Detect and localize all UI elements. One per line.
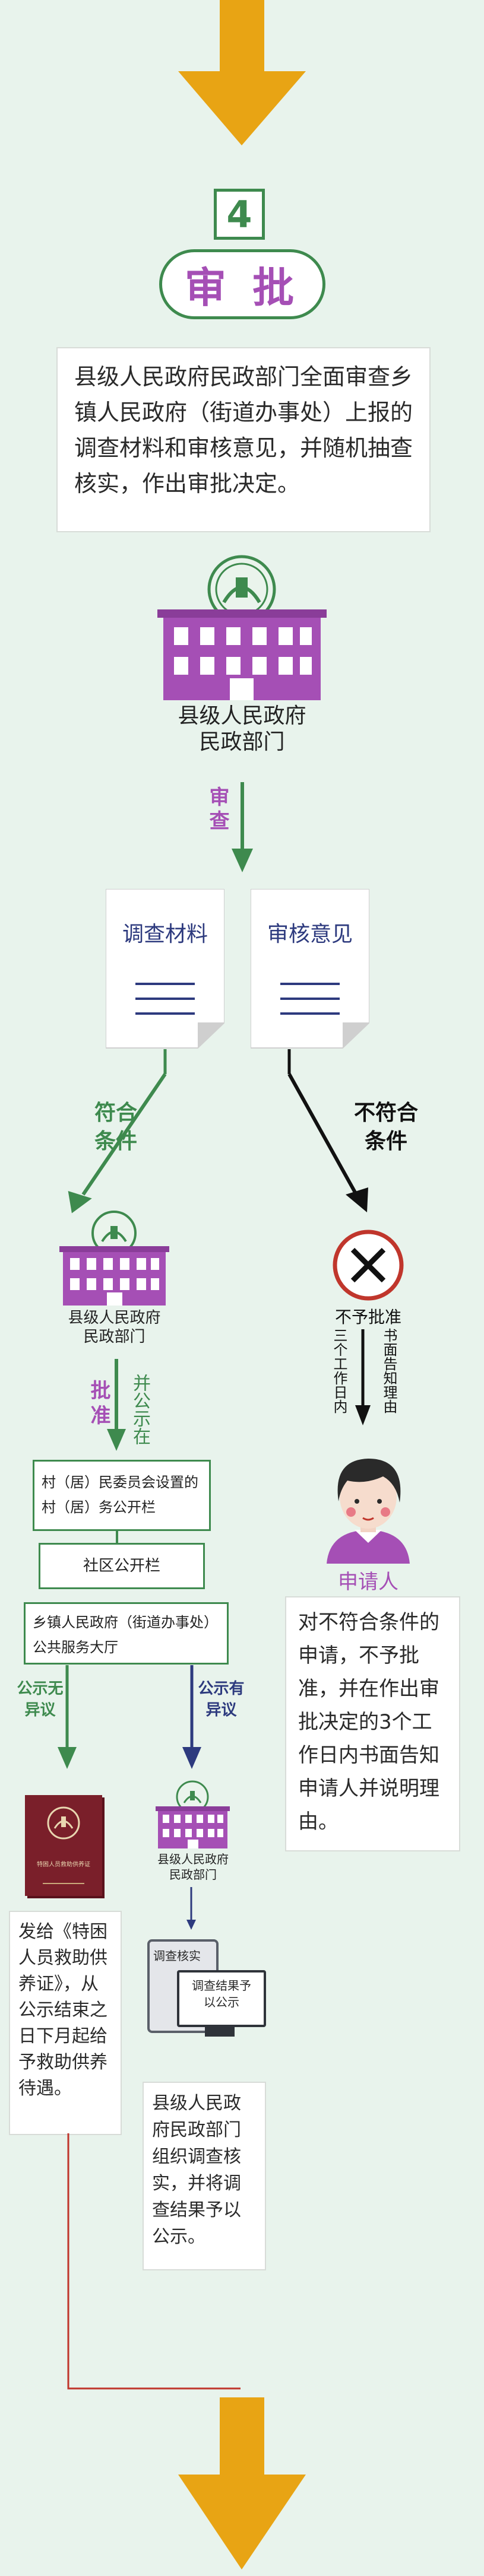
publicize-label: 并公示在 <box>129 1374 150 1445</box>
dept-main-line1: 县级人民政府 <box>178 704 306 728</box>
review-label: 审查 <box>205 786 229 834</box>
reject-text: 对不符合条件的申请，不予批准，并在作出审批决定的3个工作日内书面告知申请人并说明… <box>298 1611 439 1834</box>
dept-main-line2: 民政部门 <box>199 730 285 754</box>
doc1-label: 调查材料 <box>122 922 208 946</box>
no-objection-text: 发给《特困人员救助供养证》，从公示结束之日下月起给予救助供养待遇。 <box>18 1921 107 2099</box>
result-card: 调查结果予以公示 <box>177 1970 266 2027</box>
objection-dept-line2: 民政部门 <box>169 1867 217 1882</box>
small-down-arrow <box>186 1887 196 1930</box>
dept-small-label: 县级人民政府 民政部门 <box>53 1308 175 1346</box>
reject-box: 对不符合条件的申请，不予批准，并在作出审批决定的3个工作日内书面告知申请人并说明… <box>285 1596 460 1851</box>
objection-dept-line1: 县级人民政府 <box>157 1852 229 1866</box>
no-objection-box: 发给《特困人员救助供养证》，从公示结束之日下月起给予救助供养待遇。 <box>9 1911 122 2135</box>
notice-board-2: 社区公开栏 <box>39 1543 205 1589</box>
government-building-icon <box>157 555 327 700</box>
emblem-icon <box>47 1806 80 1840</box>
dept-small-line1: 县级人民政府 <box>68 1309 161 1327</box>
notice-board-1: 村（居）民委员会设置的村（居）务公开栏 <box>33 1460 211 1531</box>
applicant-avatar-icon <box>327 1459 410 1564</box>
reject-col1: 三个工作日内 <box>331 1328 347 1414</box>
result-label: 调查结果予以公示 <box>192 1978 251 2009</box>
connector-line <box>67 2133 241 2390</box>
objection-dept-label: 县级人民政府 民政部门 <box>143 1851 243 1882</box>
notice-board-1-text: 村（居）民委员会设置的村（居）务公开栏 <box>42 1474 198 1516</box>
reject-label: 不予批准 <box>334 1307 401 1327</box>
government-building-icon <box>59 1211 169 1306</box>
dept-main-label: 县级人民政府 民政部门 <box>125 703 359 755</box>
step-description: 县级人民政府民政部门全面审查乡镇人民政府（街道办事处）上报的调查材料和审核意见，… <box>74 364 413 497</box>
step-number: 4 <box>226 192 252 236</box>
down-arrow-icon <box>178 2397 306 2569</box>
document-icon <box>106 889 224 1049</box>
no-objection-arrow <box>58 1665 77 1769</box>
notice-board-3-text: 乡镇人民政府（街道办事处）公共服务大厅 <box>33 1614 218 1656</box>
applicant-label: 申请人 <box>338 1570 398 1594</box>
no-objection-label: 公示无异议 <box>17 1680 64 1719</box>
notice-board-3: 乡镇人民政府（街道办事处）公共服务大厅 <box>24 1602 229 1665</box>
branch-no-label: 不符合条件 <box>353 1101 418 1154</box>
objection-text: 县级人民政府民政部门组织调查核实，并将调查结果予以公示。 <box>152 2093 241 2247</box>
reject-col2: 书面告知理由 <box>381 1328 397 1414</box>
objection-arrow <box>182 1665 201 1769</box>
doc2-label: 审核意见 <box>267 922 353 946</box>
monitor-stand <box>205 2025 235 2037</box>
step-title: 审 批 <box>184 263 300 312</box>
verify-label: 调查核实 <box>153 1949 201 1963</box>
objection-box: 县级人民政府民政部门组织调查核实，并将调查结果予以公示。 <box>143 2082 266 2270</box>
approve-arrow <box>107 1359 126 1451</box>
objection-label: 公示有异议 <box>198 1680 245 1719</box>
branch-arrows <box>68 1049 368 1214</box>
document-icon <box>251 889 369 1049</box>
review-arrow <box>232 782 253 872</box>
dept-small-line2: 民政部门 <box>83 1328 145 1346</box>
reject-arrow <box>355 1329 371 1425</box>
reject-x-icon <box>333 1230 404 1301</box>
step-title-pill: 审 批 <box>159 249 325 319</box>
notice-connector <box>116 1495 118 1578</box>
branch-yes-label: 符合条件 <box>94 1101 137 1154</box>
government-building-icon <box>156 1780 230 1848</box>
certificate-icon: 特困人员救助供养证 <box>25 1795 102 1896</box>
step-description-box: 县级人民政府民政部门全面审查乡镇人民政府（街道办事处）上报的调查材料和审核意见，… <box>56 347 431 532</box>
notice-board-2-text: 社区公开栏 <box>83 1557 160 1575</box>
certificate-footer-line <box>43 1883 84 1884</box>
down-arrow-icon <box>178 0 306 145</box>
approve-label: 批准 <box>87 1380 110 1430</box>
certificate-title: 特困人员救助供养证 <box>37 1862 90 1868</box>
step-number-badge: 4 <box>214 189 265 240</box>
